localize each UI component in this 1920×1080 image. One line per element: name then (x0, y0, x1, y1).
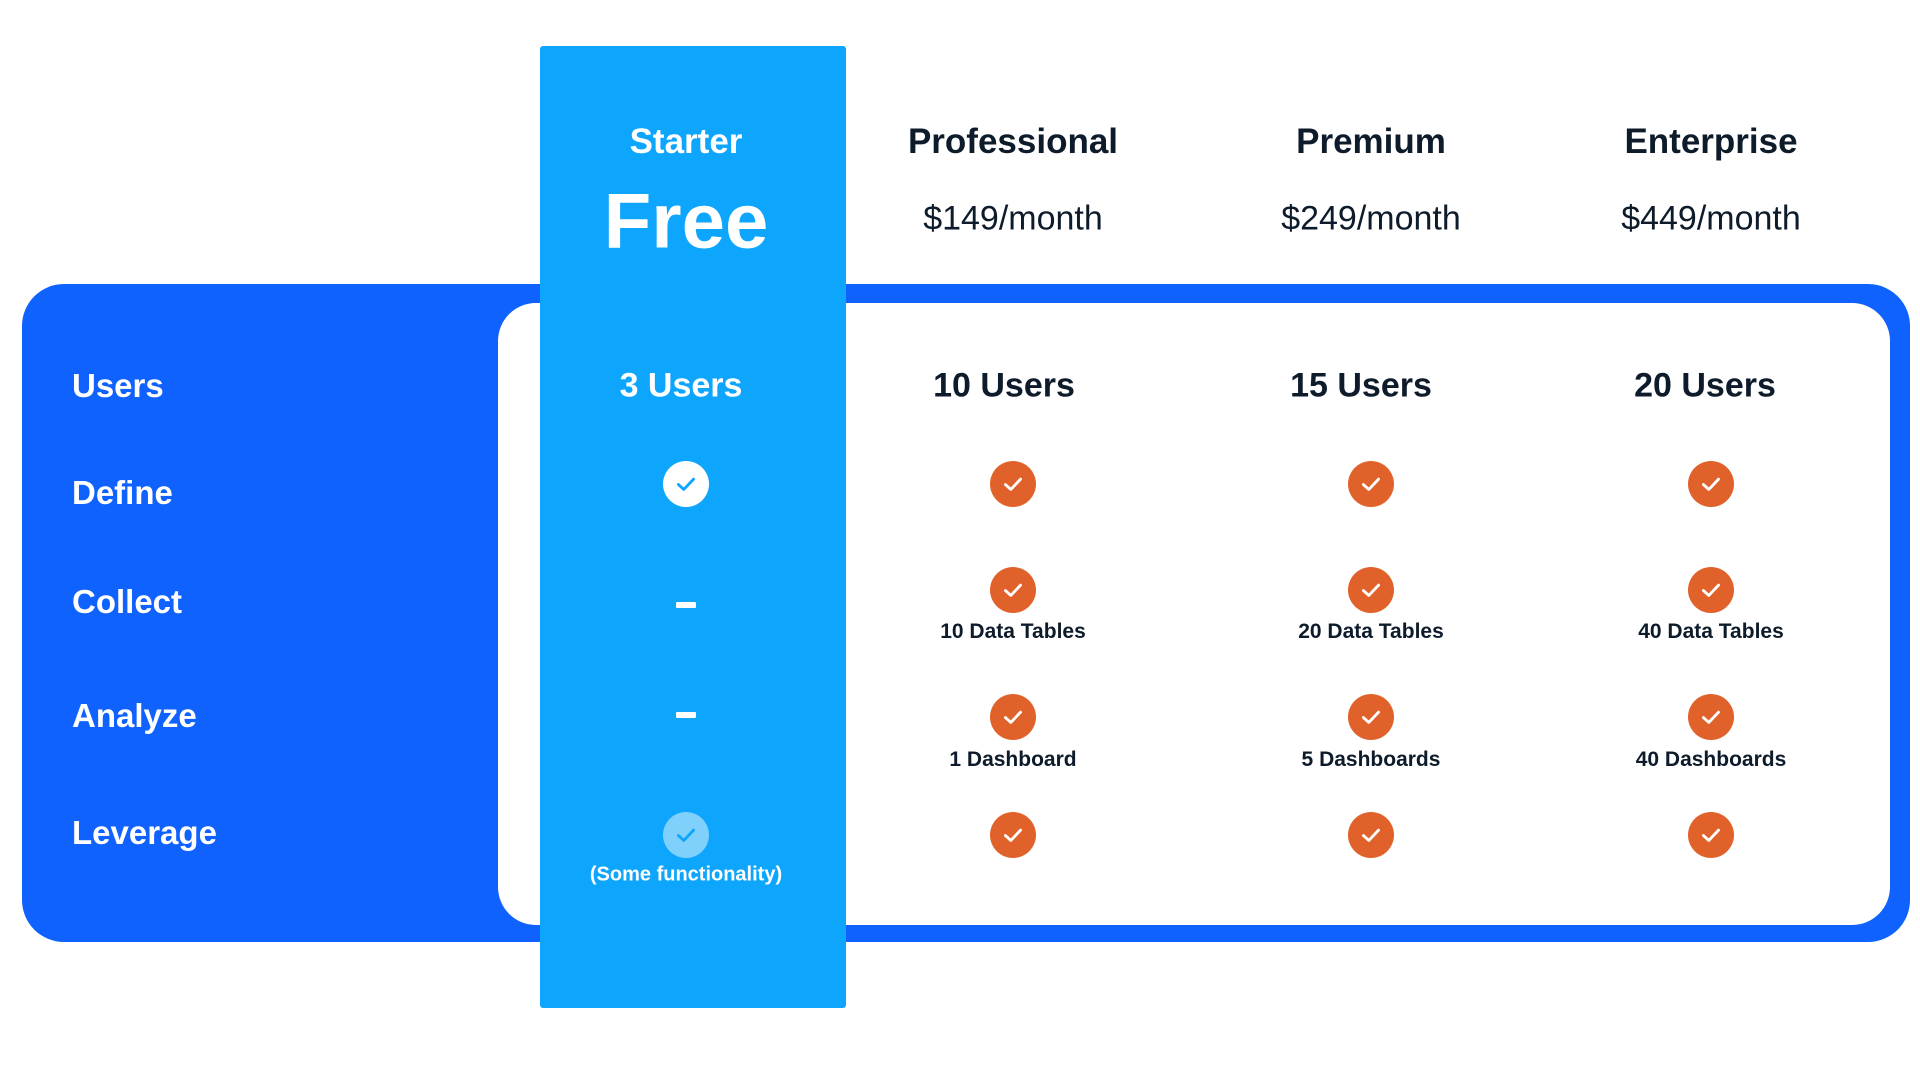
professional-plan-price: $149/month (923, 199, 1103, 238)
row-label-leverage: Leverage (72, 814, 217, 851)
premium-analyze: 5 Dashboards (1301, 748, 1441, 771)
check-circle-icon (1688, 694, 1734, 740)
professional-collect: 10 Data Tables (940, 620, 1086, 643)
check-circle-icon (663, 812, 709, 858)
check-circle-icon (1348, 461, 1394, 507)
row-label-define: Define (72, 474, 173, 511)
premium-plan-price: $249/month (1281, 199, 1461, 238)
check-circle-icon (990, 812, 1036, 858)
check-circle-icon (1348, 567, 1394, 613)
check-circle-icon (1348, 694, 1394, 740)
check-circle-icon (990, 567, 1036, 613)
professional-plan-name: Professional (907, 122, 1119, 161)
check-circle-icon (663, 461, 709, 507)
analyze-not-included-dash (676, 712, 696, 718)
professional-users: 10 Users (933, 366, 1075, 405)
check-circle-icon (990, 694, 1036, 740)
check-circle-icon (1688, 461, 1734, 507)
enterprise-collect: 40 Data Tables (1638, 620, 1784, 643)
row-label-collect: Collect (72, 583, 183, 620)
starter-plan-price: Free (603, 176, 769, 265)
row-label-users: Users (72, 367, 164, 404)
premium-plan-name: Premium (1296, 122, 1446, 161)
check-circle-icon (990, 461, 1036, 507)
enterprise-plan-price: $449/month (1621, 199, 1801, 238)
check-circle-icon (1688, 812, 1734, 858)
enterprise-plan-name: Enterprise (1624, 122, 1798, 161)
starter-users: 3 Users (619, 366, 743, 405)
collect-not-included-dash (676, 602, 696, 608)
premium-collect: 20 Data Tables (1298, 620, 1444, 643)
enterprise-users: 20 Users (1634, 366, 1776, 405)
professional-analyze: 1 Dashboard (949, 748, 1077, 771)
starter-leverage-note: (Some functionality) (589, 863, 783, 886)
check-circle-icon (1688, 567, 1734, 613)
enterprise-analyze: 40 Dashboards (1635, 748, 1787, 771)
row-label-analyze: Analyze (72, 697, 197, 734)
starter-plan-name: Starter (629, 122, 743, 161)
premium-users: 15 Users (1290, 366, 1432, 405)
check-circle-icon (1348, 812, 1394, 858)
